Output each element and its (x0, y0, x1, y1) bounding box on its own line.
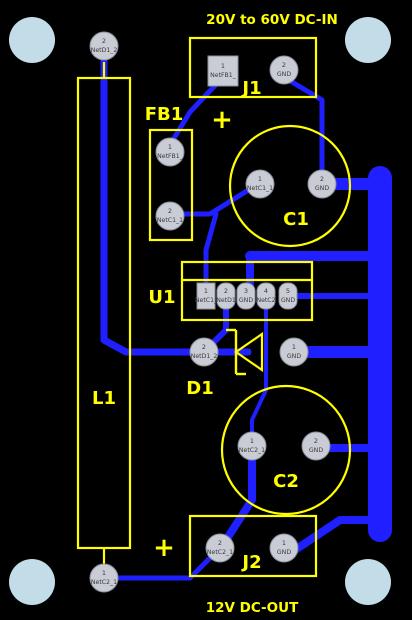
pad-number: 5 (286, 287, 290, 295)
pad-net-label: GND (277, 549, 291, 556)
mounting-hole-top-left (9, 17, 55, 63)
pad-net-label: NetC1_1 (157, 217, 183, 224)
j1-designator: J1 (240, 78, 261, 99)
pad-c2-1: 1 NetC2_1 (237, 431, 267, 461)
pad-net-label: NetC2_1 (91, 579, 117, 586)
pad-l1-2: 2 NetD1_2 (89, 31, 119, 61)
pad-net-label: NetD1_2 (91, 47, 118, 54)
mounting-hole-bottom-left (9, 559, 55, 605)
pad-net-label: GND (309, 447, 323, 454)
pad-net-label: NetC2 (256, 297, 275, 304)
pad-number: 1 (102, 569, 106, 577)
pad-number: 3 (244, 287, 248, 295)
pad-number: 2 (320, 175, 324, 183)
pad-number: 1 (258, 175, 262, 183)
j2-designator: J2 (240, 552, 261, 573)
fb1-outline (148, 128, 194, 242)
u1-outline (180, 260, 314, 322)
pad-number: 2 (202, 343, 206, 351)
board-footer-label: 12V DC-OUT (206, 600, 299, 616)
c2-outline (220, 384, 352, 516)
pad-net-label: GND (239, 297, 253, 304)
c1-outline (228, 124, 352, 248)
pad-number: 1 (221, 62, 225, 70)
pad-net-label: NetFB1_ (210, 72, 237, 79)
c1-designator: C1 (283, 209, 309, 230)
pad-fb1-2: 2 NetC1_1 (155, 201, 185, 231)
pad-number: 2 (282, 61, 286, 69)
pad-net-label: NetC1_ (195, 297, 218, 304)
pad-j1-2: 2 GND (269, 55, 299, 85)
pad-u1-5: 5 GND (278, 282, 298, 310)
pad-number: 2 (168, 207, 172, 215)
pad-l1-1: 1 NetC2_1 (89, 563, 119, 593)
pad-number: 1 (204, 287, 208, 295)
pad-number: 1 (292, 343, 296, 351)
pad-net-label: NetC2_1 (239, 447, 265, 454)
c2-designator: C2 (273, 471, 299, 492)
d1-designator: D1 (186, 378, 213, 399)
pad-number: 1 (282, 539, 286, 547)
pad-number: 2 (218, 539, 222, 547)
pad-net-label: NetC2_1 (207, 549, 233, 556)
pad-c1-1: 1 NetC1_1 (245, 169, 275, 199)
board-header-label: 20V to 60V DC-IN (206, 12, 338, 28)
pad-net-label: NetFB1_ (157, 153, 184, 160)
j2-gnd-trace (288, 516, 384, 556)
pad-c1-2: 2 GND (307, 169, 337, 199)
l1-pin2-trace (100, 44, 208, 356)
j1-fb1-trace (165, 73, 227, 151)
pad-fb1-1: 1 NetFB1_ (155, 137, 185, 167)
silkscreen-outlines (76, 36, 352, 578)
pad-number: 1 (168, 143, 172, 151)
fb1-designator: FB1 (145, 104, 184, 125)
pad-number: 2 (314, 437, 318, 445)
pad-net-label: NetD1_2 (191, 353, 218, 360)
u1-designator: U1 (148, 287, 175, 308)
pad-net-label: GND (287, 353, 301, 360)
pad-d1-2: 2 NetD1_2 (189, 337, 219, 367)
plus-marker-top: + (211, 105, 233, 135)
pad-j2-1: 1 GND (269, 533, 299, 563)
pad-j2-2: 2 NetC2_1 (205, 533, 235, 563)
d1-symbol-triangle (234, 331, 264, 373)
j1-outline (188, 36, 318, 99)
pad-number: 2 (102, 37, 106, 45)
j1-gnd-trace (279, 73, 325, 187)
pad-number: 2 (224, 287, 228, 295)
pad-j1-1: 1 NetFB1_ (207, 55, 239, 87)
j2-outline (188, 514, 318, 578)
pad-c2-2: 2 GND (301, 431, 331, 461)
mounting-hole-bottom-right (345, 559, 391, 605)
pad-number: 4 (264, 287, 268, 295)
pad-u1-4: 4 NetC2 (256, 282, 276, 310)
pad-u1-3: 3 GND (236, 282, 256, 310)
pad-number: 1 (250, 437, 254, 445)
pad-u1-1: 1 NetC1_ (195, 282, 218, 310)
l1-designator: L1 (92, 388, 116, 409)
pad-u1-2: 2 NetD1 (216, 282, 236, 310)
pad-net-label: GND (315, 185, 329, 192)
l1-pin1-trace (101, 547, 221, 581)
pad-net-label: NetD1 (216, 297, 236, 304)
pad-net-label: GND (277, 71, 291, 78)
mounting-hole-top-right (345, 17, 391, 63)
pad-net-label: GND (281, 297, 295, 304)
plus-marker-bottom: + (153, 533, 175, 563)
pad-d1-1: 1 GND (279, 337, 309, 367)
pad-net-label: NetC1_1 (247, 185, 273, 192)
